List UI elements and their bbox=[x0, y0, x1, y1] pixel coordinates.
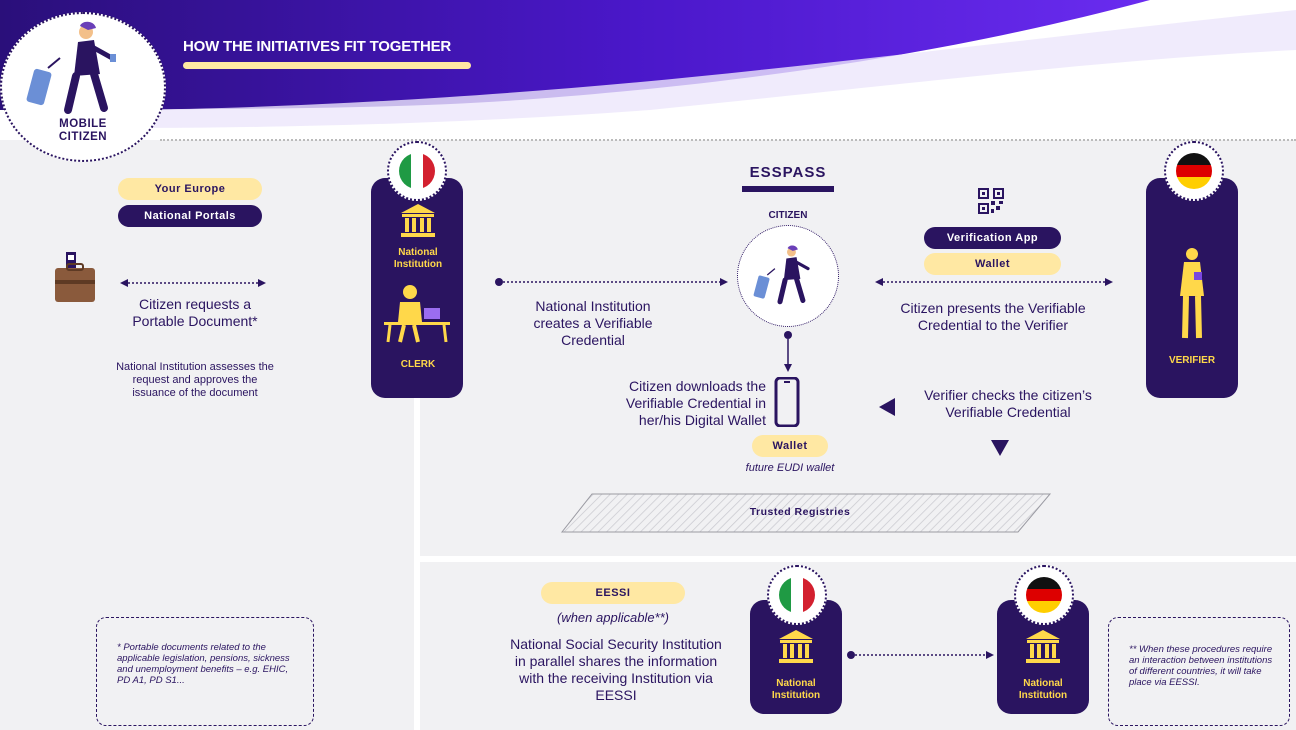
qr-code-icon bbox=[978, 188, 1004, 214]
persona-label-line1: MOBILE bbox=[59, 118, 107, 130]
separator-dotted bbox=[160, 139, 1296, 141]
right-footnote: ** When these procedures require an inte… bbox=[1108, 617, 1290, 726]
eessi-arrow bbox=[847, 651, 994, 659]
checks-text: Verifier checks the citizen’s Verifiable… bbox=[924, 387, 1092, 420]
creates-text: National Institution creates a Verifiabl… bbox=[533, 298, 653, 348]
persona-label-line2: CITIZEN bbox=[58, 131, 108, 143]
checks-arrow-left bbox=[879, 398, 895, 416]
verifier-person-icon bbox=[1180, 248, 1204, 339]
national-portals-pill: National Portals bbox=[118, 205, 262, 227]
downloads-text: Citizen downloads the Verifiable Credent… bbox=[625, 378, 766, 428]
right-footnote-text: ** When these procedures require an inte… bbox=[1129, 644, 1273, 688]
when-applicable-text: (when applicable**) bbox=[556, 610, 669, 625]
phone-icon bbox=[774, 377, 800, 427]
assess-text: National Institution assesses the reques… bbox=[116, 361, 274, 399]
italy-flag-icon bbox=[399, 153, 435, 189]
esspass-underline bbox=[742, 186, 834, 192]
germany-flag-badge bbox=[1164, 141, 1224, 201]
traveler-icon bbox=[26, 21, 116, 114]
clerk-label: CLERK bbox=[400, 359, 436, 370]
citizen-label: CITIZEN bbox=[768, 210, 808, 221]
verifier-label: VERIFIER bbox=[1168, 355, 1216, 366]
page-title: HOW THE INITIATIVES FIT TOGETHER bbox=[183, 38, 452, 55]
germany-eessi-label: National Institution bbox=[1018, 678, 1068, 701]
request-text: Citizen requests a Portable Document* bbox=[132, 296, 258, 329]
checks-arrow-down bbox=[991, 440, 1009, 456]
creates-arrow bbox=[495, 278, 728, 286]
shares-text: National Social Security Institution in … bbox=[510, 636, 722, 703]
italy-flag-badge bbox=[387, 141, 447, 201]
presents-text: Citizen presents the Verifiable Credenti… bbox=[900, 300, 1086, 333]
clerk-icon bbox=[384, 285, 450, 343]
bank-icon bbox=[779, 630, 813, 663]
italy-flag-icon bbox=[779, 577, 815, 613]
left-footnote-text: * Portable documents related to the appl… bbox=[117, 642, 290, 686]
future-wallet-text: future EUDI wallet bbox=[745, 462, 835, 474]
left-footnote: * Portable documents related to the appl… bbox=[96, 617, 314, 726]
your-europe-pill: Your Europe bbox=[118, 178, 262, 200]
briefcase-icon bbox=[55, 252, 95, 302]
trusted-registries-band bbox=[560, 493, 1052, 533]
esspass-title: ESSPASS bbox=[749, 164, 827, 181]
header-banner bbox=[0, 0, 1296, 128]
traveler-icon bbox=[753, 245, 810, 305]
request-arrow bbox=[120, 279, 266, 287]
persona-label: MOBILE CITIZEN bbox=[2, 118, 164, 144]
eessi-pill: EESSI bbox=[541, 582, 685, 604]
germany-eessi-flag-badge bbox=[1014, 565, 1074, 625]
bank-icon bbox=[401, 204, 435, 237]
wallet-pill: Wallet bbox=[752, 435, 828, 457]
trusted-registries-label: Trusted Registries bbox=[749, 506, 851, 518]
mobile-citizen-badge: MOBILE CITIZEN bbox=[0, 12, 166, 162]
verification-app-pill: Verification App bbox=[924, 227, 1061, 249]
italy-institution-label: National Institution bbox=[393, 247, 443, 270]
italy-eessi-label: National Institution bbox=[771, 678, 821, 701]
germany-flag-icon bbox=[1176, 153, 1212, 189]
title-underline bbox=[183, 62, 471, 69]
wallet-pill-right: Wallet bbox=[924, 253, 1061, 275]
presents-arrow bbox=[875, 278, 1113, 286]
download-arrow bbox=[784, 331, 792, 372]
citizen-circle bbox=[737, 225, 839, 327]
bank-icon bbox=[1026, 630, 1060, 663]
germany-flag-icon bbox=[1026, 577, 1062, 613]
left-panel bbox=[0, 140, 414, 730]
italy-eessi-flag-badge bbox=[767, 565, 827, 625]
